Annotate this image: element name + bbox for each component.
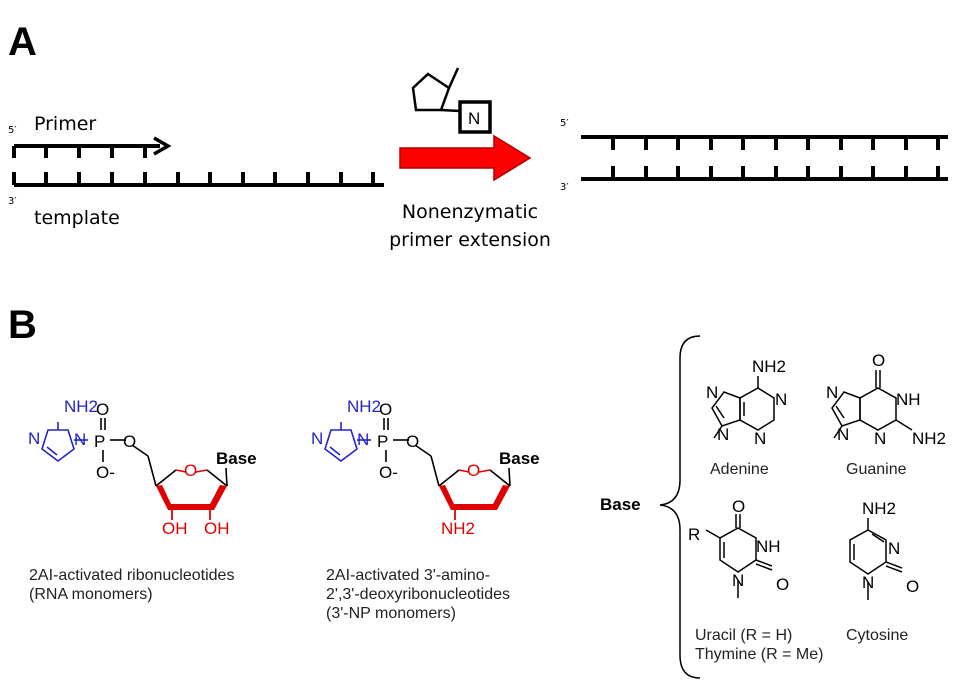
rna-caption-line1: 2AI-activated ribonucleotides bbox=[29, 567, 234, 584]
cytosine-n3: N bbox=[888, 539, 900, 558]
guanine-name: Guanine bbox=[846, 461, 907, 478]
template-label: template bbox=[34, 207, 120, 229]
monomer-cyclopentane bbox=[411, 67, 492, 134]
bases-brace bbox=[659, 335, 701, 679]
three-prime-right: 3′ bbox=[560, 182, 569, 193]
rna-phosphate-oxyanion: O- bbox=[96, 463, 115, 482]
panel-b-label: B bbox=[8, 303, 37, 347]
primer-label: Primer bbox=[34, 113, 96, 135]
uracil-name: Uracil (R = H) bbox=[695, 627, 792, 644]
rna-phosphoryl-oxygen: O bbox=[96, 400, 109, 419]
rna-caption-line2: (RNA monomers) bbox=[29, 586, 153, 603]
cytosine-name: Cytosine bbox=[846, 627, 908, 644]
reaction-label-line2: primer extension bbox=[389, 229, 551, 251]
rna-5-prime-oxygen: O bbox=[123, 432, 136, 451]
adenine-name: Adenine bbox=[710, 461, 769, 478]
cytosine-nh2: NH2 bbox=[862, 499, 896, 518]
uracil-carbonyl-o4: O bbox=[732, 497, 745, 516]
cytosine-carbonyl-o2: O bbox=[906, 577, 919, 596]
rna-phosphorus: P bbox=[94, 432, 105, 451]
uracil-nh: NH bbox=[756, 537, 781, 556]
rna-imidazole-nh2: NH2 bbox=[64, 397, 98, 416]
five-prime-left: 5′ bbox=[8, 125, 17, 136]
bases-label: Base bbox=[600, 495, 641, 514]
np-base-label: Base bbox=[499, 449, 540, 468]
cytosine-n1: N bbox=[862, 573, 874, 592]
uracil-n1: N bbox=[732, 571, 744, 590]
cytosine-structure bbox=[849, 518, 903, 600]
five-prime-right: 5′ bbox=[560, 118, 569, 129]
three-prime-left: 3′ bbox=[8, 196, 17, 207]
np-imidazole-n1: N bbox=[357, 430, 369, 449]
rna-3-prime-oh: OH bbox=[162, 519, 188, 538]
rna-imidazole-n3: N bbox=[28, 429, 40, 448]
adenine-n1: N bbox=[775, 390, 787, 409]
uracil-r-group: R bbox=[688, 525, 700, 544]
monomer-nucleobase-letter: N bbox=[468, 109, 480, 128]
rna-2-prime-oh: OH bbox=[204, 519, 230, 538]
adenine-nh2: NH2 bbox=[752, 357, 786, 376]
thymine-name: Thymine (R = Me) bbox=[695, 646, 823, 663]
panel-a-label: A bbox=[8, 20, 37, 64]
guanine-carbonyl-o: O bbox=[872, 351, 885, 370]
np-monomer-structure bbox=[324, 418, 511, 520]
np-imidazole-n3: N bbox=[311, 429, 323, 448]
guanine-n9: N bbox=[837, 425, 849, 444]
guanine-structure bbox=[831, 370, 913, 439]
np-imidazole-nh2: NH2 bbox=[347, 397, 381, 416]
guanine-nh2: NH2 bbox=[912, 429, 946, 448]
uracil-structure bbox=[705, 514, 773, 598]
np-caption-line1: 2AI-activated 3'-amino- bbox=[326, 567, 490, 584]
reaction-arrow bbox=[399, 134, 532, 182]
rna-base-label: Base bbox=[216, 449, 257, 468]
np-caption-line3: (3'-NP monomers) bbox=[326, 605, 456, 622]
adenine-n7: N bbox=[706, 383, 718, 402]
reaction-label-line1: Nonenzymatic bbox=[402, 201, 538, 223]
np-phosphate-oxyanion: O- bbox=[379, 463, 398, 482]
primer-template-duplex bbox=[12, 136, 384, 187]
guanine-nh: NH bbox=[896, 390, 921, 409]
extended-duplex bbox=[581, 135, 948, 181]
np-ring-oxygen: O bbox=[467, 461, 480, 480]
adenine-n3: N bbox=[754, 429, 766, 448]
np-caption-line2: 2',3'-deoxyribonucleotides bbox=[326, 586, 510, 603]
rna-imidazole-n1: N bbox=[74, 430, 86, 449]
rna-ring-oxygen: O bbox=[184, 461, 197, 480]
np-3-prime-amino: NH2 bbox=[441, 519, 475, 538]
guanine-n3: N bbox=[874, 429, 886, 448]
np-phosphoryl-oxygen: O bbox=[379, 400, 392, 419]
rna-monomer-structure bbox=[41, 418, 228, 520]
guanine-n7: N bbox=[826, 383, 838, 402]
np-5-prime-oxygen: O bbox=[406, 432, 419, 451]
uracil-carbonyl-o2: O bbox=[776, 575, 789, 594]
adenine-structure bbox=[711, 376, 775, 439]
np-phosphorus: P bbox=[377, 432, 388, 451]
adenine-n9: N bbox=[717, 425, 729, 444]
